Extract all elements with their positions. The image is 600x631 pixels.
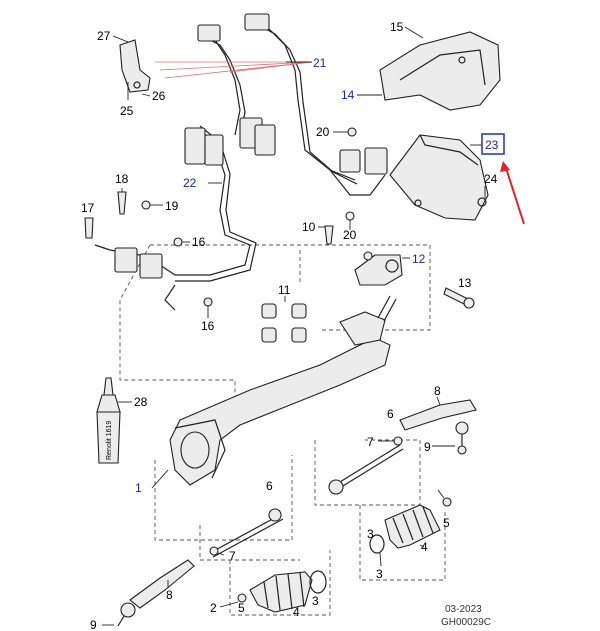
callout-9-right: 9 (424, 440, 431, 454)
callout-26: 26 (152, 89, 166, 103)
callout-9-left: 9 (90, 618, 97, 631)
callout-17: 17 (81, 201, 95, 215)
callout-3-left: 3 (312, 594, 319, 608)
callout-4-left: 4 (293, 605, 300, 619)
inner-tie-rod-right (328, 436, 404, 495)
callout-23: 23 (485, 138, 499, 152)
bushing-set (261, 296, 307, 343)
heat-shield-lower (389, 134, 489, 221)
red-arrow-head (500, 161, 510, 172)
callout-4-right: 4 (421, 540, 428, 554)
callout-10: 10 (302, 220, 316, 234)
callout-20-upper: 20 (316, 125, 330, 139)
bracket-assembly (112, 35, 151, 100)
callout-24: 24 (484, 172, 498, 186)
callout-8-right: 8 (434, 384, 441, 398)
callout-7-right: 7 (367, 435, 374, 449)
callout-3-right-clamp: 3 (367, 527, 374, 541)
footer-date: 03-2023 (445, 604, 482, 615)
callout-15: 15 (390, 20, 404, 34)
callout-27: 27 (97, 29, 111, 43)
callout-5-right: 5 (443, 516, 450, 530)
assembly-outlines (119, 244, 446, 616)
callout-2: 2 (210, 601, 217, 615)
steering-boot-right (369, 489, 452, 567)
callout-28: 28 (134, 395, 148, 409)
callout-8-left: 8 (166, 588, 173, 602)
grease-tube: Renolit 1619 (96, 377, 132, 464)
callout-20-lower: 20 (343, 228, 357, 242)
callout-6-right: 6 (387, 407, 394, 421)
callout-11: 11 (278, 283, 291, 297)
fasteners-left (84, 188, 213, 318)
callout-18: 18 (115, 172, 129, 186)
callout-14: 14 (341, 88, 355, 102)
red-arrow (505, 167, 525, 225)
callout-6-left: 6 (266, 479, 273, 493)
steering-boot-left (219, 570, 327, 613)
callout-16-lower: 16 (201, 319, 215, 333)
heat-shield-upper (357, 26, 501, 111)
callout-12: 12 (412, 252, 426, 266)
highlight-box (481, 133, 505, 155)
mounting-bracket (354, 251, 410, 286)
highlight-annotation (481, 133, 525, 225)
footer-code: GH00029C (441, 617, 491, 628)
inner-tie-rod-left (209, 508, 284, 558)
callout-3-right: 3 (376, 567, 383, 581)
callout-21: 21 (313, 56, 327, 70)
wiring-harness-lower (94, 125, 257, 311)
steering-rack (151, 295, 397, 489)
callout-5-left: 5 (238, 601, 245, 615)
wiring-harness-upper (155, 13, 388, 196)
tube-label: Renolit 1619 (106, 421, 113, 460)
footer-stamp: 03-2023 GH00029C (441, 604, 491, 628)
callout-25: 25 (120, 104, 134, 118)
fasteners-center (318, 127, 475, 309)
tie-rod-end-right (399, 396, 477, 455)
callout-7-left: 7 (229, 549, 236, 563)
tie-rod-end-left (102, 559, 195, 627)
callout-16-upper: 16 (192, 235, 206, 249)
callout-22: 22 (183, 176, 197, 190)
callout-1: 1 (135, 481, 142, 495)
callout-19: 19 (165, 199, 179, 213)
callout-13: 13 (458, 276, 472, 290)
callout-labels: 27 25 26 21 15 14 20 23 24 22 18 17 19 1… (81, 20, 499, 631)
